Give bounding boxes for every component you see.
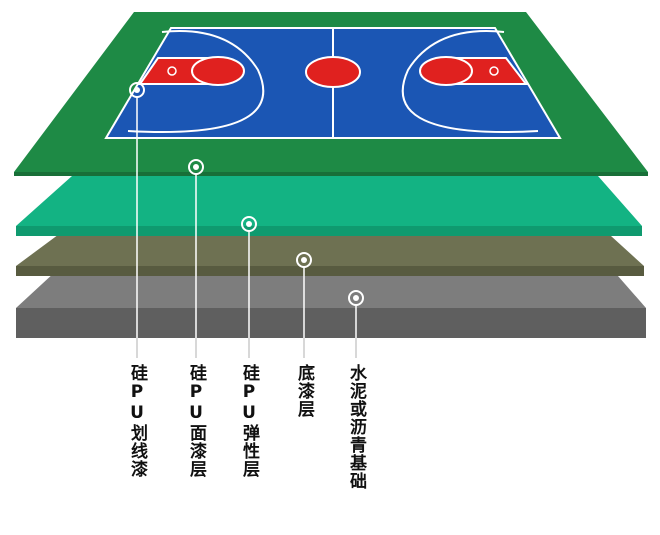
label-court-line-paint: 硅PU划线漆 — [127, 364, 147, 478]
leader-court-line — [129, 82, 145, 350]
label-primer-layer: 底漆层 — [294, 364, 314, 418]
label-top-coat: 硅PU面漆层 — [186, 364, 206, 478]
leader-top-coat — [188, 159, 204, 350]
leader-base — [348, 290, 364, 350]
label-elastic-layer: 硅PU弹性层 — [239, 364, 259, 478]
leader-elastic — [241, 216, 257, 350]
basketball-court — [104, 27, 562, 139]
leader-primer — [296, 252, 312, 350]
label-connectors — [136, 338, 357, 358]
elastic-layer — [16, 176, 642, 236]
label-base-layer: 水泥或沥青基础 — [346, 364, 366, 490]
